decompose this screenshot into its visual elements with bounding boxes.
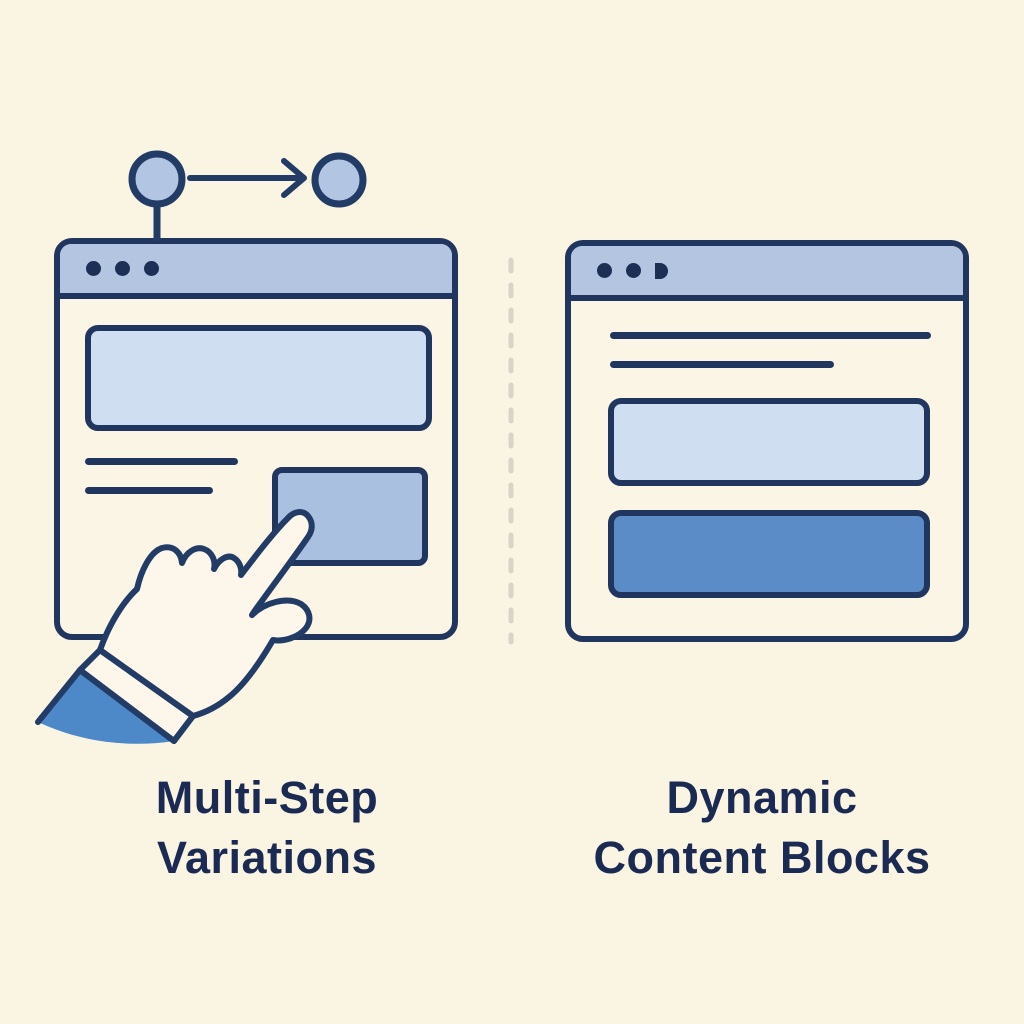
left-caption-line2: Variations	[156, 832, 378, 883]
flow-node-end-icon	[311, 152, 367, 208]
text-placeholder-line	[85, 458, 238, 465]
flow-arrow-head-icon	[281, 158, 307, 198]
sleeve-fill	[38, 670, 174, 744]
right-caption: Dynamic Content Blocks	[557, 768, 967, 888]
left-browser-window	[54, 238, 458, 640]
text-placeholder-line	[610, 361, 834, 368]
flow-node-start-icon	[128, 150, 186, 208]
cuff-band	[77, 647, 196, 744]
window-dot-half-icon	[655, 262, 668, 279]
cta-button-block	[272, 467, 428, 566]
window-dot-icon	[86, 261, 101, 276]
light-content-block	[608, 398, 930, 486]
left-caption: Multi-Step Variations	[62, 768, 472, 888]
left-window-titlebar	[60, 244, 452, 299]
hero-banner-block	[85, 325, 432, 431]
text-placeholder-line	[610, 332, 931, 339]
left-caption-line1: Multi-Step	[155, 772, 379, 823]
right-caption-line2: Content Blocks	[593, 832, 931, 883]
window-dot-icon	[597, 263, 612, 278]
accent-content-block	[608, 510, 930, 598]
right-caption-line1: Dynamic	[666, 772, 858, 823]
right-browser-window	[565, 240, 969, 642]
right-window-titlebar	[571, 246, 963, 301]
text-placeholder-line	[85, 487, 213, 494]
window-dot-icon	[144, 261, 159, 276]
window-dot-icon	[115, 261, 130, 276]
sleeve-outline	[35, 667, 177, 744]
window-dot-icon	[626, 263, 641, 278]
